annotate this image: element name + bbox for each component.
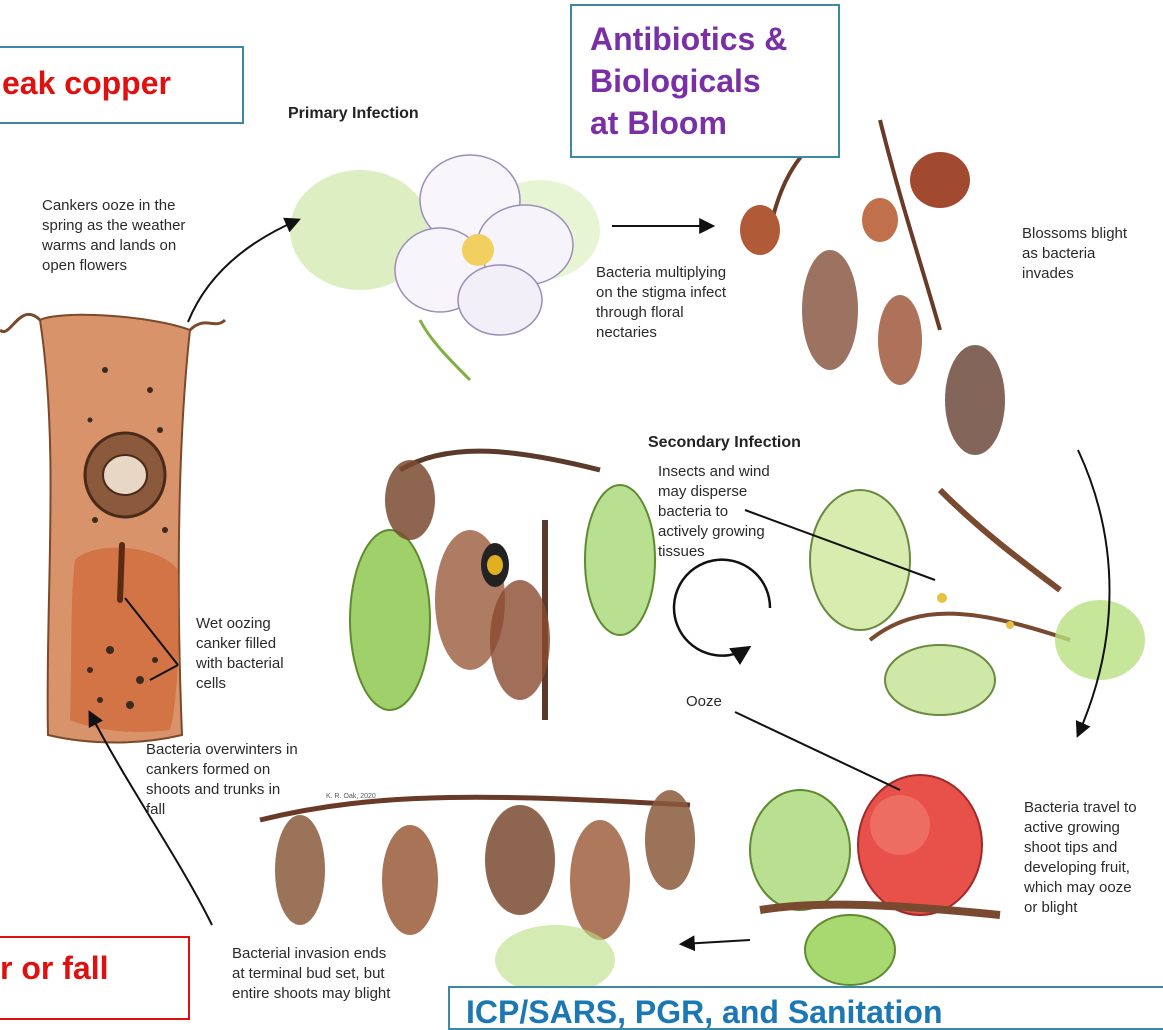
antibiotics-line-1: Antibiotics & — [590, 18, 787, 60]
artist-signature: K. R. Oak, 2020 — [326, 793, 376, 800]
ooze-cycle-arrow — [674, 560, 770, 656]
sanitation-callout: ICP/SARS, PGR, and Sanitation — [448, 986, 1163, 1030]
arrow-blight-to-shoot — [1078, 450, 1110, 735]
summer-fall-callout: r or fall — [0, 936, 190, 1020]
blighted-shoot-illustration — [350, 451, 655, 720]
arrow-fruit-to-branch — [682, 940, 750, 944]
antibiotics-line-3: at Bloom — [590, 102, 787, 144]
sanitation-text: ICP/SARS, PGR, and Sanitation — [466, 994, 943, 1030]
secondary-infection-heading: Secondary Infection — [648, 434, 801, 452]
ooze-pointer-line — [735, 712, 900, 790]
summer-fall-text: r or fall — [0, 950, 108, 986]
antibiotics-line-2: Biologicals — [590, 60, 787, 102]
antibiotics-callout: Antibiotics & Biologicals at Bloom — [570, 4, 840, 158]
green-shoot-illustration — [810, 490, 1145, 715]
apple-fruit-illustration — [750, 775, 1000, 985]
weak-copper-text: eak copper — [2, 65, 171, 101]
blossom-illustration — [290, 155, 600, 380]
primary-infection-heading: Primary Infection — [288, 105, 419, 123]
label-ooze: Ooze — [686, 692, 722, 712]
weak-copper-callout: eak copper — [0, 46, 244, 124]
tree-trunk-illustration — [0, 314, 225, 742]
